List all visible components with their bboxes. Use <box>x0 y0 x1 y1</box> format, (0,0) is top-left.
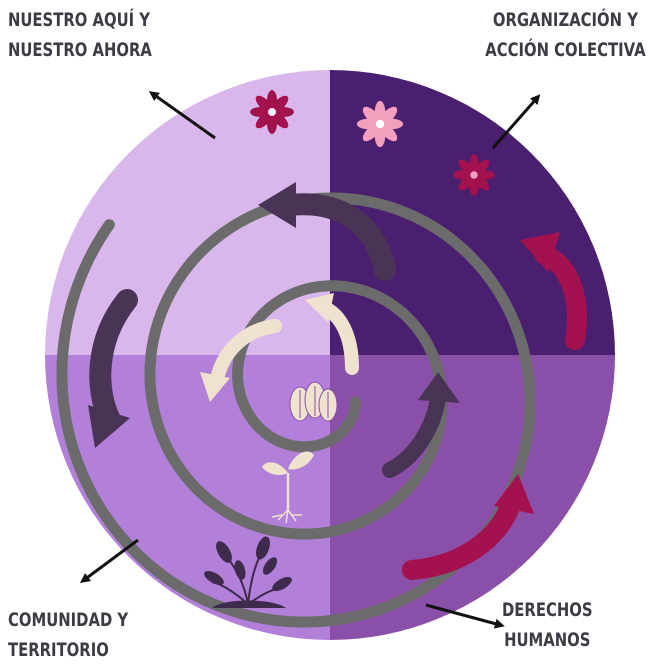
flower-center <box>470 171 478 179</box>
flower-petal <box>458 159 475 176</box>
spiral-path <box>56 192 536 628</box>
arrow-top-left-dark <box>258 182 396 281</box>
flower-icon <box>356 100 404 148</box>
arrow-inner-left-cream <box>200 319 282 402</box>
label-derechos: DERECHOS HUMANOS <box>502 595 593 655</box>
sprout-icon <box>262 451 314 524</box>
label-comunidad: COMUNIDAD Y TERRITORIO <box>8 605 128 665</box>
quadrant-bottom-left <box>45 355 330 640</box>
label-line: ACCIÓN COLECTIVA <box>485 39 646 61</box>
seeds-icon <box>289 381 338 422</box>
pointer-arrow-bottom-left <box>79 538 139 583</box>
quadrants <box>45 70 615 640</box>
flower-icon <box>453 154 495 196</box>
label-line: ORGANIZACIÓN Y <box>493 9 639 31</box>
label-line: COMUNIDAD Y <box>8 609 129 631</box>
label-line: NUESTRO AHORA <box>8 39 152 61</box>
arrow-left-dark <box>88 289 138 448</box>
arrow-inner-right-cream <box>305 293 359 375</box>
flower-center <box>268 108 276 116</box>
label-line: NUESTRO AQUÍ Y <box>8 9 151 31</box>
label-line: HUMANOS <box>504 629 591 651</box>
pointer-arrow-top-right <box>491 94 541 149</box>
pointer-arrow-bottom-right <box>425 603 505 629</box>
label-organizacion: ORGANIZACIÓN Y ACCIÓN COLECTIVA <box>486 5 646 65</box>
label-line: DERECHOS <box>502 599 593 621</box>
arrow-right-magenta <box>520 232 587 350</box>
flower-center <box>375 119 385 129</box>
flower-icon <box>250 90 294 134</box>
arrow-bottom-right-dark <box>382 372 460 478</box>
label-nuestro-aqui: NUESTRO AQUÍ Y NUESTRO AHORA <box>8 5 152 65</box>
label-line: TERRITORIO <box>8 639 109 661</box>
pointer-arrow-top-left <box>148 91 216 140</box>
arrow-bottom-magenta <box>402 474 534 580</box>
flower-petal <box>362 106 382 126</box>
plant-icon <box>204 536 292 608</box>
flower-petal <box>255 95 274 114</box>
